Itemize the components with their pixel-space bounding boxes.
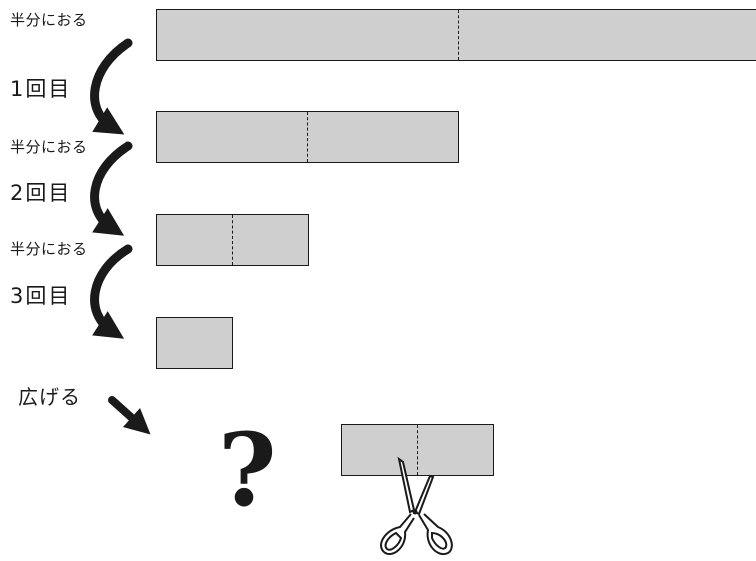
- fold-line: [232, 215, 233, 265]
- scissors-icon: [380, 456, 453, 556]
- paper-strip-quarter: [156, 214, 309, 266]
- paper-strip-unfolded: [341, 424, 494, 476]
- curved-arrow-icon: [90, 38, 133, 135]
- unfold-label: 広げる: [18, 385, 81, 409]
- step-label-1: 1回目: [10, 77, 72, 101]
- paper-strip-half: [156, 111, 459, 163]
- fold-label-3: 半分におる: [10, 240, 88, 258]
- fold-line: [458, 10, 459, 60]
- fold-line: [417, 425, 418, 475]
- fold-label-2: 半分におる: [10, 138, 88, 156]
- curved-arrow-icon: [90, 141, 133, 236]
- arrow-down-right-icon: [108, 396, 151, 435]
- curved-arrow-icon: [90, 244, 133, 339]
- fold-line: [307, 112, 308, 162]
- paper-strip-eighth: [156, 317, 233, 369]
- paper-strip-full: [156, 9, 756, 61]
- fold-label-1: 半分におる: [10, 11, 88, 29]
- step-label-3: 3回目: [10, 284, 72, 308]
- step-label-2: 2回目: [10, 181, 72, 205]
- question-mark: ?: [218, 411, 277, 529]
